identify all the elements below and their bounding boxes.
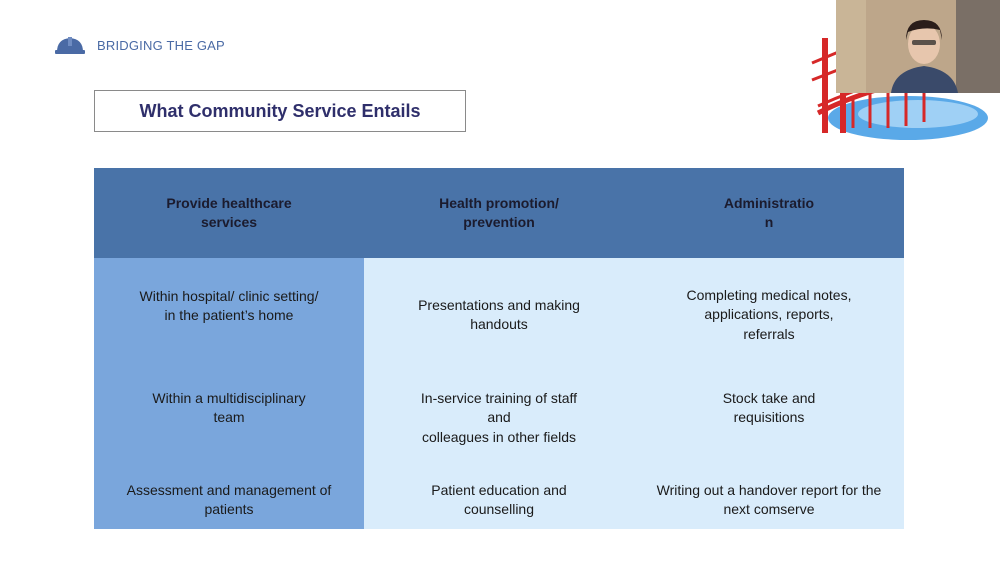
cell-text: Stock take and requisitions (722, 389, 816, 426)
first-column-background (94, 258, 364, 529)
table-header-row: Provide healthcare services Health promo… (94, 168, 904, 258)
table-header-cell: Health promotion/ prevention (364, 168, 634, 258)
community-service-table: Provide healthcare services Health promo… (94, 168, 904, 529)
table-cell: Assessment and management of patients (94, 470, 364, 530)
table-cell: Completing medical notes, applications, … (634, 285, 904, 345)
presenter-webcam (836, 0, 1000, 93)
slide-title-box: What Community Service Entails (94, 90, 466, 132)
cell-text: Completing medical notes, applications, … (686, 286, 852, 342)
cell-text: In-service training of staff and colleag… (420, 389, 578, 445)
table-cell: Patient education and counselling (364, 470, 634, 530)
header-label: Health promotion/ prevention (439, 194, 559, 231)
cell-text: Writing out a handover report for the ne… (656, 481, 882, 518)
cell-text: Presentations and making handouts (418, 296, 580, 333)
cell-text: Within hospital/ clinic setting/ in the … (139, 287, 319, 324)
cell-text: Assessment and management of patients (126, 481, 332, 518)
body-background (364, 258, 904, 529)
table-cell: Presentations and making handouts (364, 285, 634, 345)
table-header-cell: Administratio n (634, 168, 904, 258)
table-cell: Within hospital/ clinic setting/ in the … (94, 276, 364, 336)
brand-name: BRIDGING THE GAP (97, 37, 225, 53)
header-label: Provide healthcare services (166, 194, 292, 231)
brand-header: BRIDGING THE GAP (55, 36, 225, 54)
table-cell: In-service training of staff and colleag… (364, 388, 634, 448)
header-label: Administratio n (723, 194, 815, 231)
cell-text: Within a multidisciplinary team (152, 389, 306, 426)
table-header-cell: Provide healthcare services (94, 168, 364, 258)
table-cell: Stock take and requisitions (634, 378, 904, 438)
slide-title: What Community Service Entails (139, 100, 421, 121)
hard-hat-icon (55, 37, 85, 54)
table-cell: Writing out a handover report for the ne… (634, 470, 904, 530)
presenter-video-frame (836, 0, 1000, 93)
cell-text: Patient education and counselling (431, 481, 567, 518)
table-cell: Within a multidisciplinary team (94, 378, 364, 438)
